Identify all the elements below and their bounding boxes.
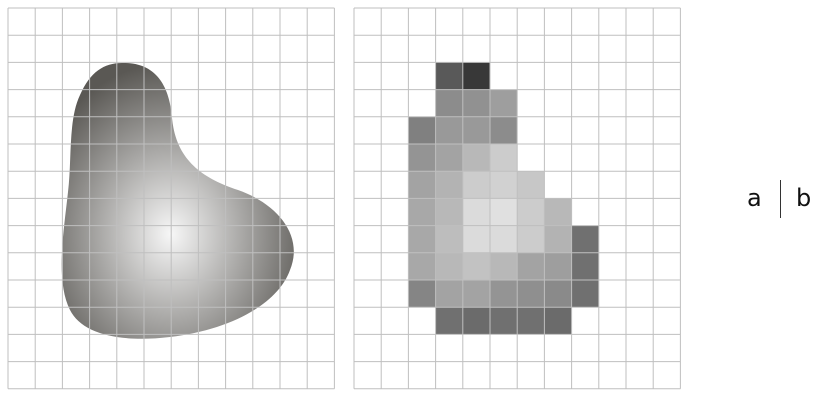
quantized-cell	[490, 144, 517, 171]
quantized-cell	[436, 90, 463, 117]
quantized-cell	[572, 280, 599, 307]
quantized-cell	[436, 307, 463, 334]
quantized-cell	[517, 307, 544, 334]
quantized-cell	[436, 198, 463, 225]
quantized-cell	[517, 253, 544, 280]
quantized-cell	[517, 171, 544, 198]
quantized-cell	[463, 198, 490, 225]
quantized-cell	[408, 117, 435, 144]
quantized-cell	[463, 62, 490, 89]
quantized-cell	[436, 280, 463, 307]
quantized-cell	[572, 253, 599, 280]
quantized-cell	[490, 117, 517, 144]
quantized-cell	[544, 226, 571, 253]
quantized-cell	[572, 226, 599, 253]
quantized-cell	[436, 144, 463, 171]
label-divider	[780, 180, 781, 218]
quantized-cell	[490, 307, 517, 334]
quantized-cell	[490, 253, 517, 280]
quantized-cell	[436, 117, 463, 144]
quantized-cell	[490, 280, 517, 307]
panel-label-b: b	[796, 184, 811, 212]
quantized-cell	[490, 198, 517, 225]
quantized-cell	[463, 171, 490, 198]
quantized-cell	[544, 198, 571, 225]
panel-a-continuous-image	[8, 8, 334, 389]
panel-a-grid	[8, 8, 334, 389]
quantized-cell	[463, 226, 490, 253]
quantized-cell	[436, 226, 463, 253]
quantized-cell	[517, 280, 544, 307]
panel-b-sampled-image	[354, 8, 680, 389]
panel-b-grid	[354, 8, 680, 389]
quantized-cell	[463, 90, 490, 117]
quantized-cell	[517, 226, 544, 253]
quantized-cell	[436, 62, 463, 89]
quantized-cell	[463, 144, 490, 171]
quantized-cell	[463, 253, 490, 280]
quantized-cell	[544, 307, 571, 334]
quantized-cell	[463, 280, 490, 307]
quantized-cell	[408, 144, 435, 171]
quantized-cell	[517, 198, 544, 225]
quantized-cell	[544, 253, 571, 280]
quantized-cell	[408, 198, 435, 225]
quantized-cell	[463, 117, 490, 144]
quantized-cell	[490, 90, 517, 117]
quantized-cell	[436, 171, 463, 198]
quantized-cell	[408, 280, 435, 307]
quantized-cell	[490, 226, 517, 253]
panel-label-a: a	[747, 184, 762, 212]
quantized-cell	[408, 253, 435, 280]
continuous-blob-shape	[62, 63, 294, 339]
quantized-cell	[463, 307, 490, 334]
quantized-cell	[436, 253, 463, 280]
quantized-cell	[490, 171, 517, 198]
quantized-cell	[408, 171, 435, 198]
quantized-cell	[408, 226, 435, 253]
quantized-cell	[544, 280, 571, 307]
